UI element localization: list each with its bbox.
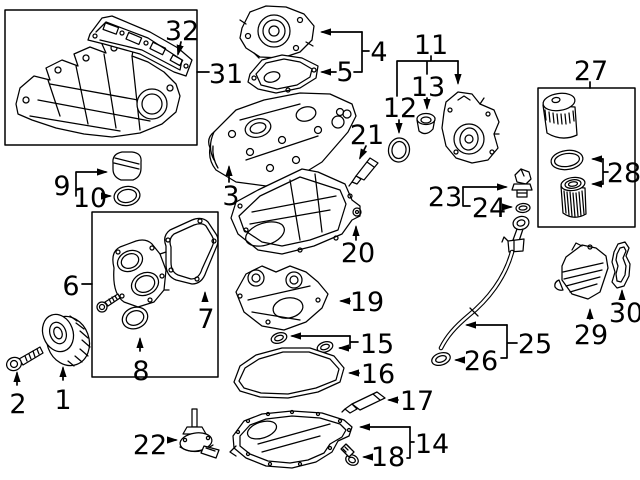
part-filler-cap-seal[interactable] xyxy=(113,184,142,207)
callout-10[interactable]: 10 xyxy=(73,183,107,214)
part-valve-cover[interactable] xyxy=(208,92,357,187)
group-box-oil-filter-kit xyxy=(537,87,636,228)
part-oil-separator[interactable] xyxy=(239,5,315,59)
callout-22[interactable]: 22 xyxy=(133,430,167,461)
diagram-root: 1 2 3 4 5 6 7 8 9 10 11 12 13 14 15 16 1… xyxy=(4,5,640,473)
callout-18[interactable]: 18 xyxy=(371,442,405,473)
callout-17[interactable]: 17 xyxy=(400,386,434,417)
callout-11[interactable]: 11 xyxy=(414,30,448,61)
part-cover-gasket[interactable] xyxy=(164,217,219,285)
callout-26[interactable]: 26 xyxy=(464,346,498,377)
part-oil-baffle[interactable] xyxy=(235,265,329,331)
part-oil-cooler[interactable] xyxy=(554,242,609,300)
callout-31[interactable]: 31 xyxy=(209,59,243,90)
callout-32[interactable]: 32 xyxy=(165,16,199,47)
callout-16[interactable]: 16 xyxy=(361,359,395,390)
callout-6[interactable]: 6 xyxy=(62,271,79,302)
callout-25[interactable]: 25 xyxy=(518,329,552,360)
callout-14[interactable]: 14 xyxy=(415,429,449,460)
part-oil-pan-gasket[interactable] xyxy=(233,347,345,399)
part-pulley-bolt[interactable] xyxy=(5,346,44,373)
part-pan-seals[interactable] xyxy=(270,331,334,354)
callout-8[interactable]: 8 xyxy=(132,356,149,387)
callout-labels: 1 2 3 4 5 6 7 8 9 10 11 12 13 14 15 16 1… xyxy=(9,16,640,473)
callout-28[interactable]: 28 xyxy=(607,158,640,189)
group-box-timing-cover xyxy=(91,211,219,378)
part-oil-pressure-sensor[interactable] xyxy=(511,168,533,198)
part-separator-plate[interactable] xyxy=(247,54,319,94)
callout-21[interactable]: 21 xyxy=(350,120,384,151)
callout-4[interactable]: 4 xyxy=(370,37,387,68)
part-drain-plug[interactable] xyxy=(340,443,360,467)
part-oil-level-sensor[interactable] xyxy=(179,408,220,459)
part-oil-filter-housing[interactable] xyxy=(542,91,578,139)
callout-29[interactable]: 29 xyxy=(574,320,608,351)
callout-13[interactable]: 13 xyxy=(411,72,445,103)
callout-3[interactable]: 3 xyxy=(222,181,239,212)
callout-12[interactable]: 12 xyxy=(383,93,417,124)
callout-1[interactable]: 1 xyxy=(54,385,71,416)
callout-15[interactable]: 15 xyxy=(360,329,394,360)
part-filter-oring[interactable] xyxy=(550,148,584,171)
part-dipstick-tube[interactable] xyxy=(438,215,530,351)
part-sealing-cap[interactable] xyxy=(416,112,436,135)
callout-24[interactable]: 24 xyxy=(472,193,506,224)
callout-5[interactable]: 5 xyxy=(336,57,353,88)
callout-19[interactable]: 19 xyxy=(350,287,384,318)
group-box-intake-manifold xyxy=(4,9,198,146)
part-sealant-tube-lower[interactable] xyxy=(341,391,386,414)
callout-lines xyxy=(13,28,626,461)
part-cooler-gasket[interactable] xyxy=(611,241,631,289)
part-oil-filler-cap[interactable] xyxy=(112,151,142,181)
part-cover-bolt[interactable] xyxy=(96,293,121,313)
part-crankshaft-pulley[interactable] xyxy=(37,310,96,372)
part-rear-timing-cover[interactable] xyxy=(441,91,500,164)
part-sensor-seal[interactable] xyxy=(515,202,531,214)
callout-23[interactable]: 23 xyxy=(428,182,462,213)
part-crank-seal[interactable] xyxy=(119,303,151,332)
callout-30[interactable]: 30 xyxy=(609,298,640,329)
callout-7[interactable]: 7 xyxy=(197,304,214,335)
part-intake-manifold-gasket[interactable] xyxy=(87,15,193,77)
part-cam-seal[interactable] xyxy=(387,137,411,164)
callout-27[interactable]: 27 xyxy=(574,56,608,87)
part-filter-element[interactable] xyxy=(560,176,587,218)
part-dipstick-tube-seal[interactable] xyxy=(430,350,452,367)
callout-9[interactable]: 9 xyxy=(53,171,70,202)
part-lower-oil-pan[interactable] xyxy=(229,409,353,469)
part-sealant-tube-upper[interactable] xyxy=(348,157,379,187)
callout-2[interactable]: 2 xyxy=(9,389,26,420)
callout-20[interactable]: 20 xyxy=(341,238,375,269)
part-upper-oil-pan[interactable] xyxy=(230,168,362,255)
